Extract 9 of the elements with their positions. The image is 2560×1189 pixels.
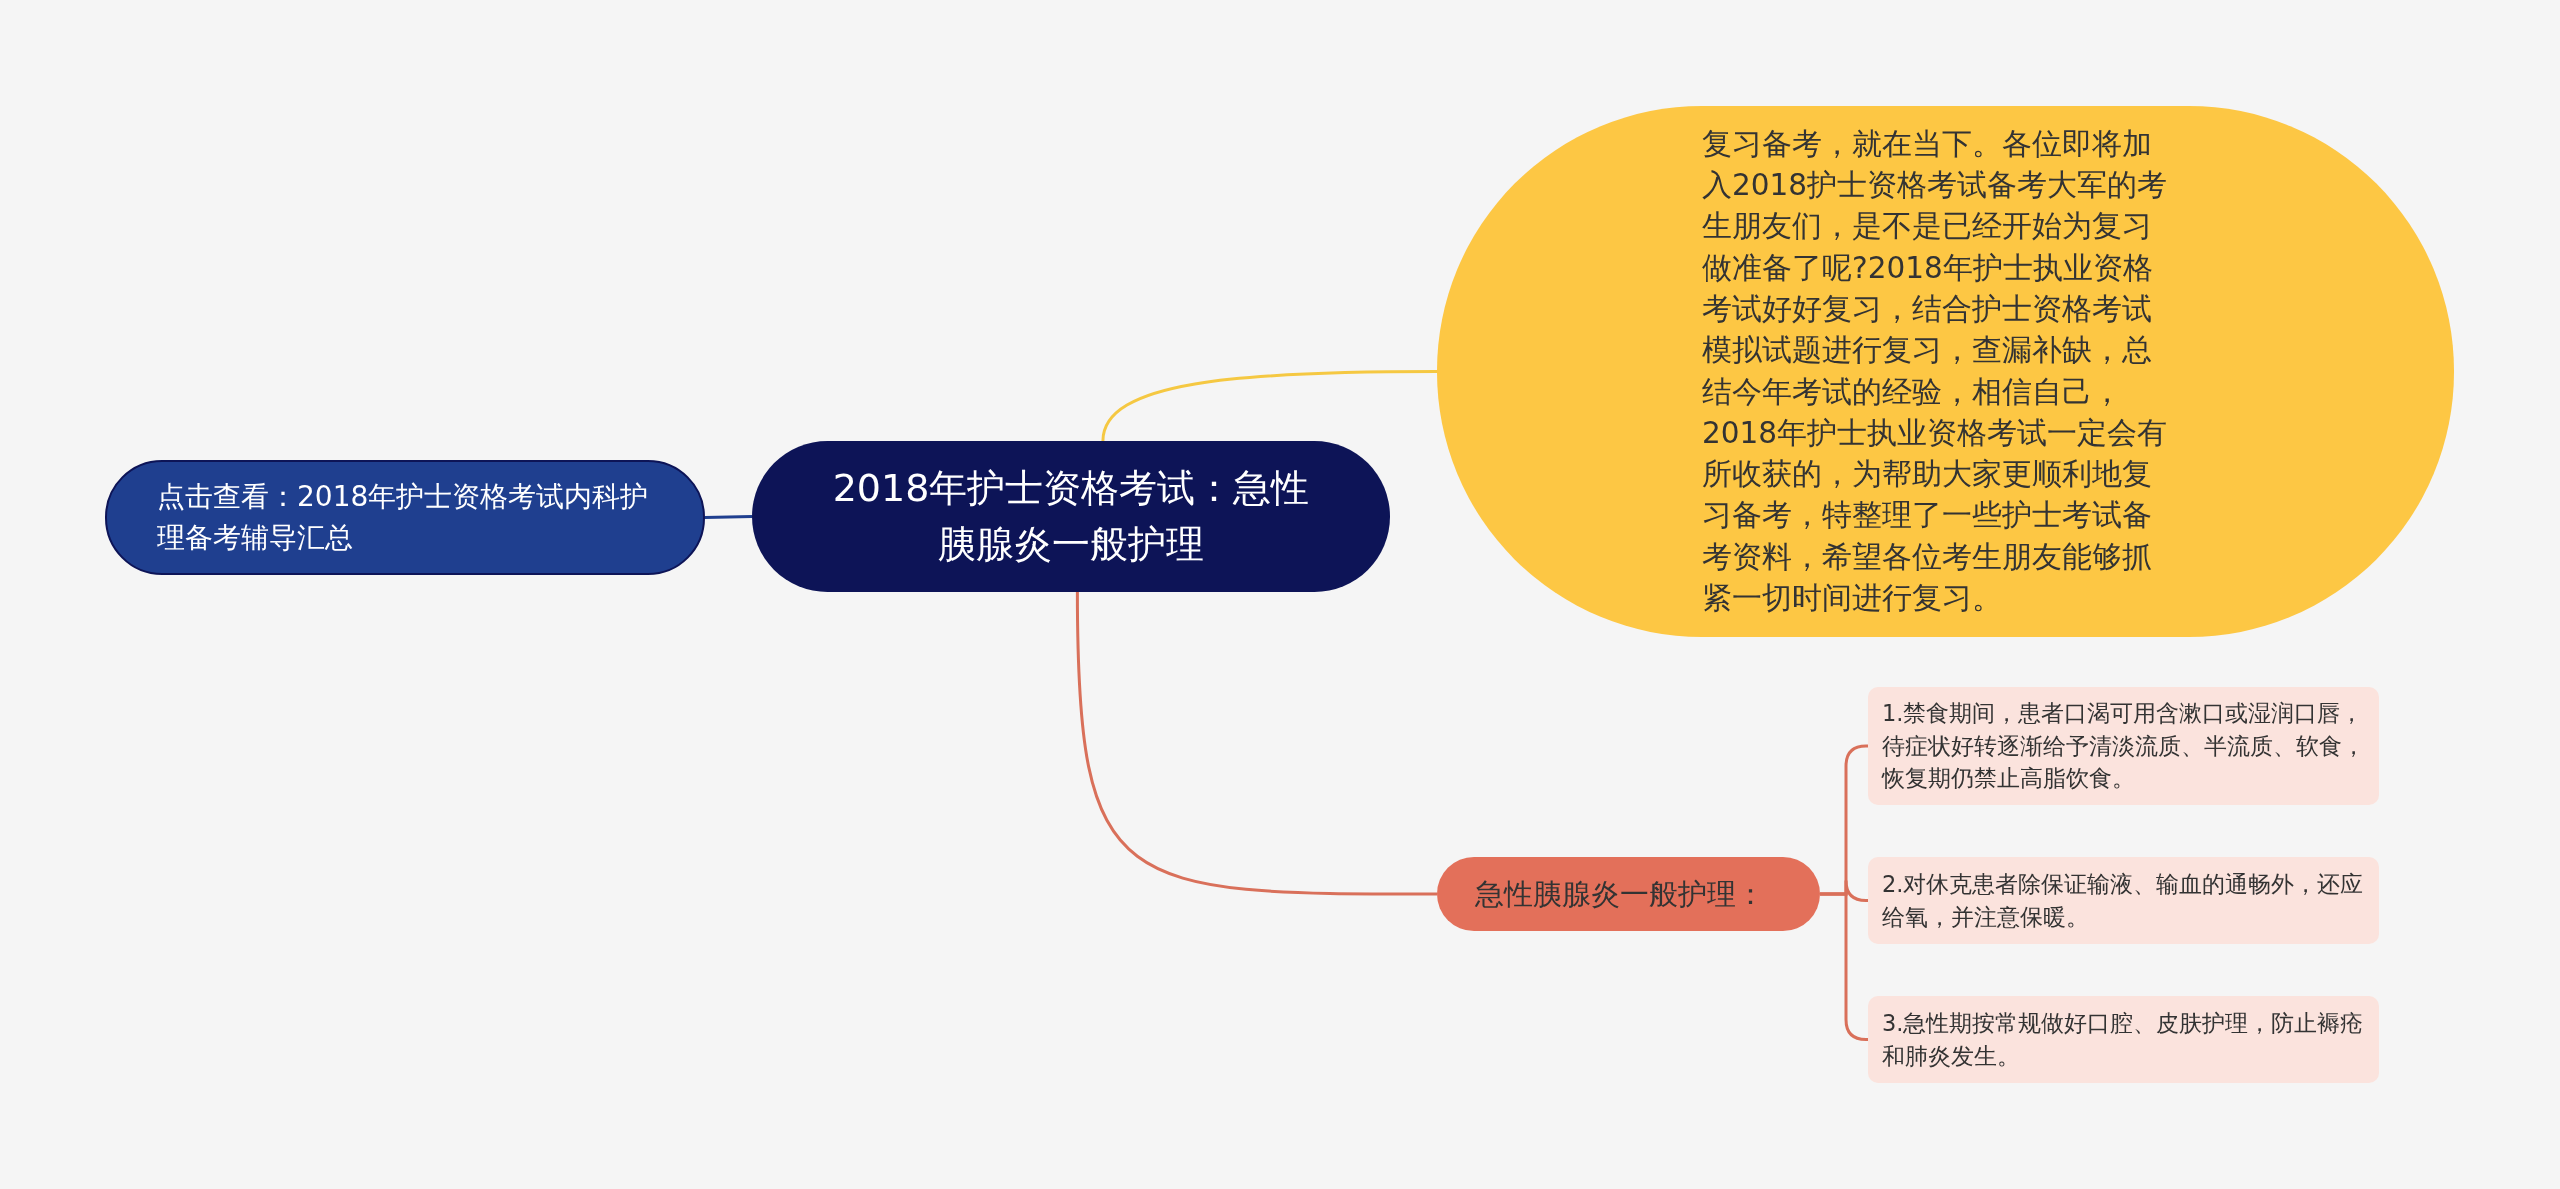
connector-line bbox=[1101, 370, 1437, 442]
topic-box: 2018年护士资格考试：急性胰腺炎一般护理 bbox=[752, 441, 1390, 592]
connector-line bbox=[704, 515, 753, 519]
leaf-box: 2.对休克患者除保证输液、输血的通畅外，还应给氧，并注意保暖。 bbox=[1868, 857, 2379, 944]
connector-line bbox=[1075, 591, 1437, 896]
leaf-box: 3.急性期按常规做好口腔、皮肤护理，防止褥疮和肺炎发生。 bbox=[1868, 996, 2379, 1083]
subtopic-box: 急性胰腺炎一般护理： bbox=[1437, 857, 1820, 931]
topic-box: 点击查看：2018年护士资格考试内科护理备考辅导汇总 bbox=[105, 460, 705, 575]
leaf-box: 1.禁食期间，患者口渴可用含漱口或湿润口唇，待症状好转逐渐给予清淡流质、半流质、软食，恢复期仍禁止高脂饮食。 bbox=[1868, 687, 2379, 805]
